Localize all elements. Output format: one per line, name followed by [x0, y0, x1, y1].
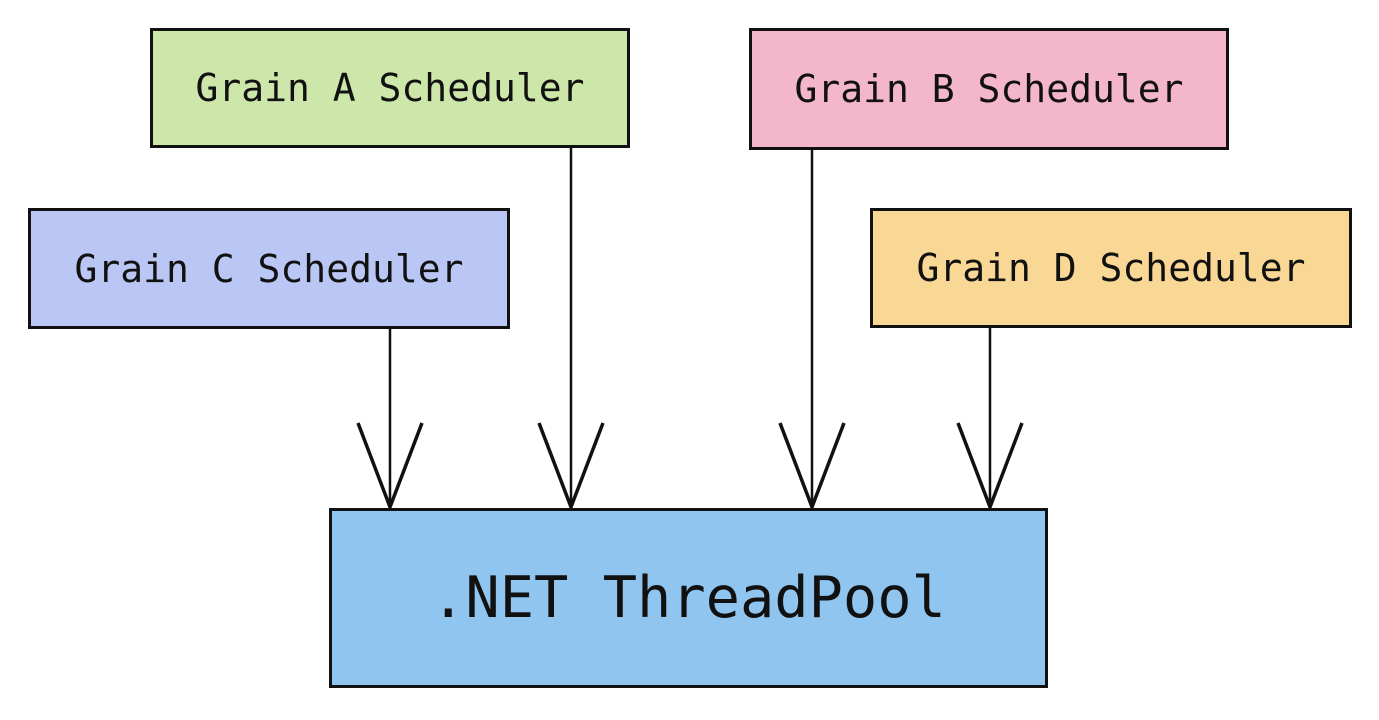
- arrowhead-icon: [356, 422, 424, 512]
- arrowhead-icon: [956, 422, 1024, 512]
- grain-b-scheduler-label: Grain B Scheduler: [794, 67, 1184, 111]
- node-grain-d-scheduler: Grain D Scheduler: [870, 208, 1352, 328]
- arrowhead-icon: [778, 422, 846, 512]
- node-grain-b-scheduler: Grain B Scheduler: [749, 28, 1229, 150]
- node-dotnet-threadpool: .NET ThreadPool: [329, 508, 1048, 688]
- grain-c-scheduler-label: Grain C Scheduler: [74, 246, 464, 291]
- node-grain-a-scheduler: Grain A Scheduler: [150, 28, 630, 148]
- node-grain-c-scheduler: Grain C Scheduler: [28, 208, 510, 329]
- arrow-grain-b-to-threadpool: [778, 150, 846, 512]
- arrow-grain-a-to-threadpool: [537, 148, 605, 512]
- arrow-grain-d-to-threadpool: [956, 328, 1024, 512]
- grain-a-scheduler-label: Grain A Scheduler: [195, 66, 585, 110]
- dotnet-threadpool-label: .NET ThreadPool: [431, 564, 946, 631]
- grain-d-scheduler-label: Grain D Scheduler: [916, 246, 1306, 290]
- arrowhead-icon: [537, 422, 605, 512]
- arrow-grain-c-to-threadpool: [356, 329, 424, 512]
